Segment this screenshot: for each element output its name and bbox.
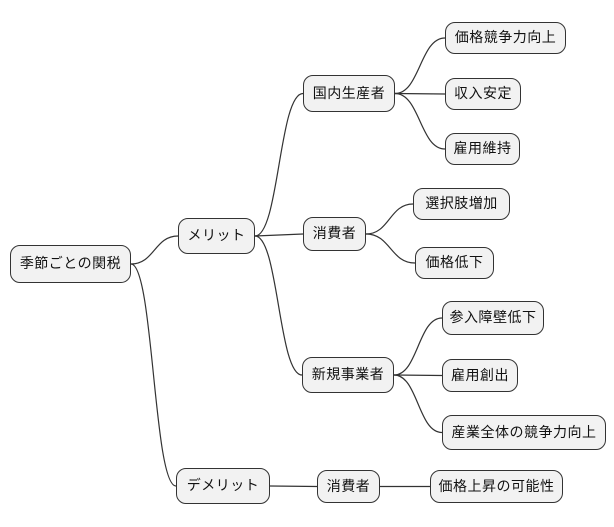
node-industry-competitiveness: 産業全体の競争力向上 <box>442 415 606 450</box>
edge-new-entrants-to-job-creation <box>393 374 443 377</box>
node-job-retention: 雇用維持 <box>445 133 520 165</box>
edge-merit-to-domestic-producers <box>254 92 304 237</box>
edge-root-to-demerit <box>130 263 177 487</box>
edge-domestic-producers-to-job-retention <box>394 92 446 150</box>
edge-new-entrants-to-industry-competitiveness <box>393 374 443 434</box>
edge-consumers-merit-to-lower-prices <box>365 233 416 264</box>
node-new-entrants: 新規事業者 <box>302 357 394 393</box>
node-possible-price-rise: 価格上昇の可能性 <box>430 470 563 503</box>
edge-consumers-merit-to-more-choices <box>365 203 414 235</box>
node-demerit: デメリット <box>176 468 270 504</box>
node-lower-entry-barriers: 参入障壁低下 <box>442 301 544 335</box>
node-consumers-demerit: 消費者 <box>317 470 380 503</box>
node-domestic-producers: 国内生産者 <box>303 75 395 112</box>
edge-merit-to-consumers-merit <box>254 233 304 237</box>
node-job-creation: 雇用創出 <box>442 359 518 392</box>
node-stable-income: 収入安定 <box>445 78 521 110</box>
edge-root-to-merit <box>130 235 179 265</box>
node-root: 季節ごとの関税 <box>10 245 131 283</box>
node-consumers-merit: 消費者 <box>303 217 366 251</box>
node-price-competitiveness: 価格競争力向上 <box>445 22 566 54</box>
edge-merit-to-new-entrants <box>254 235 303 376</box>
edge-domestic-producers-to-price-competitiveness <box>394 37 446 95</box>
node-lower-prices: 価格低下 <box>415 247 494 279</box>
node-merit: メリット <box>178 218 255 254</box>
edge-domestic-producers-to-stable-income <box>394 92 446 95</box>
edge-demerit-to-consumers-demerit <box>269 485 318 488</box>
node-more-choices: 選択肢増加 <box>413 188 510 220</box>
edge-new-entrants-to-lower-entry-barriers <box>393 317 443 376</box>
